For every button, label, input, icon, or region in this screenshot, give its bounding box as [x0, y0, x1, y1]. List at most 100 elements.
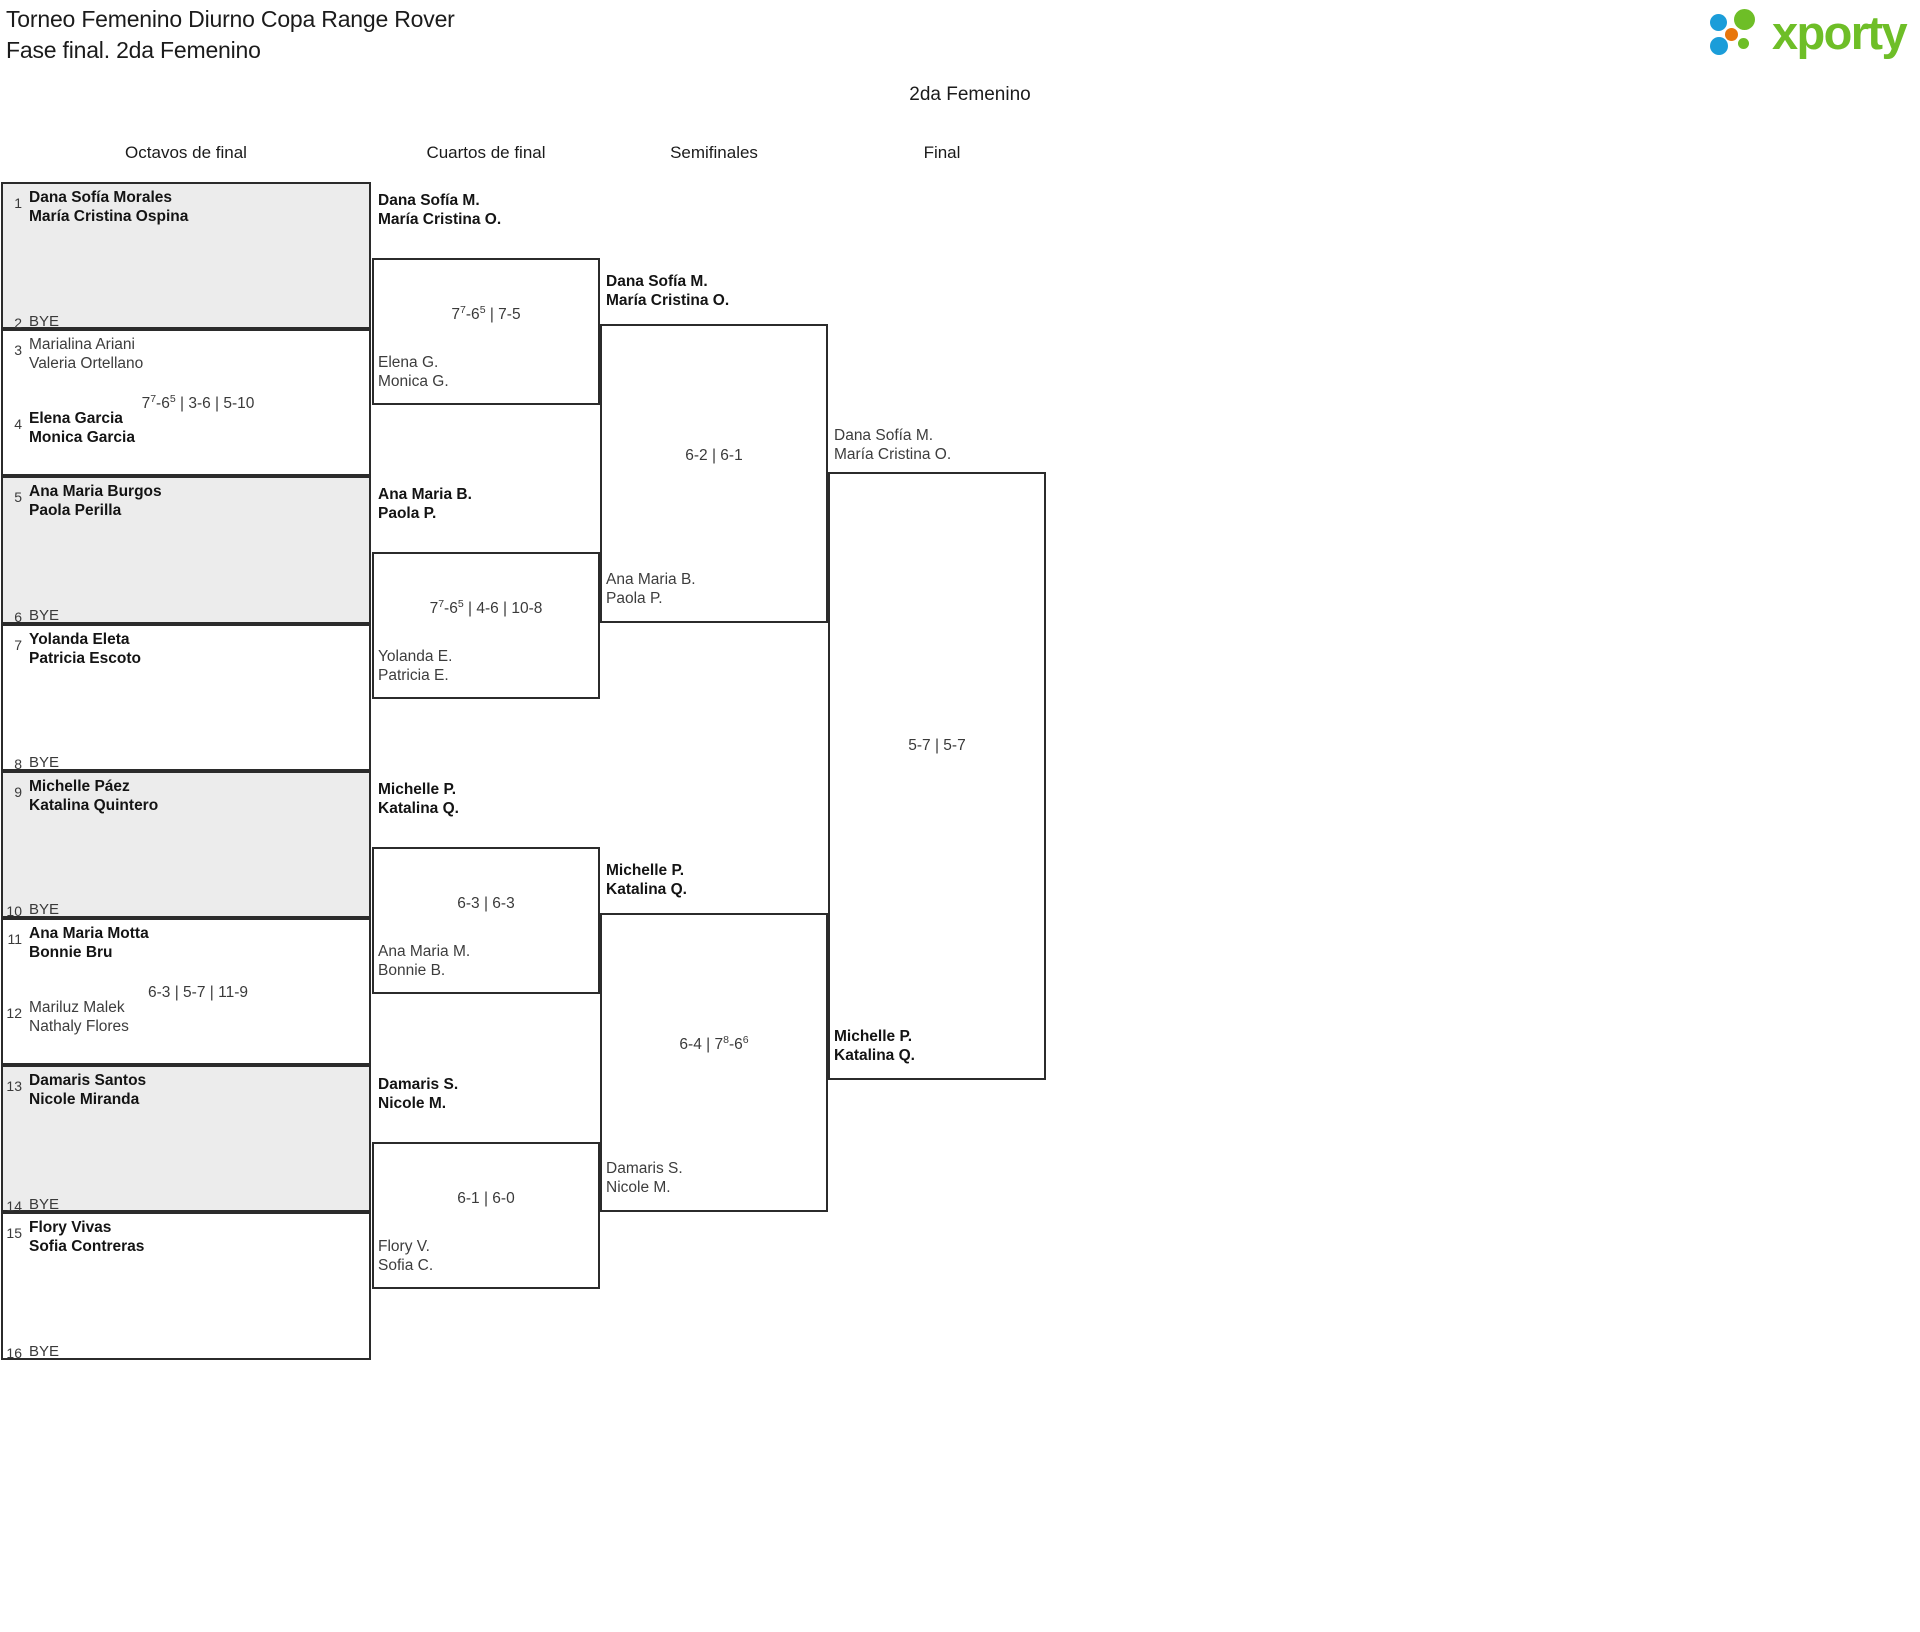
player-name: Flory Vivas: [29, 1219, 112, 1237]
player-name: Dana Sofía Morales: [29, 189, 172, 206]
match-score-round1: 77-65 | 3-6 | 5-10: [141, 393, 255, 413]
seed-number: 11: [7, 931, 22, 947]
seed-number: 5: [14, 489, 22, 506]
player-name: Michelle Páez: [29, 777, 130, 795]
player-name: Dana Sofía M.: [378, 192, 480, 209]
match-team-top-round3: Dana Sofía M. María Cristina O.: [606, 272, 729, 310]
match-team-top-round2: Ana Maria B.Paola P.: [378, 485, 472, 523]
bracket-match-round2[interactable]: [372, 552, 600, 699]
player-name: Yolanda E.: [378, 648, 453, 665]
seed-bye-label: BYE: [29, 606, 60, 624]
match-score-round2: 6-3 | 6-3: [457, 895, 515, 912]
player-name: Michelle P.: [834, 1028, 913, 1045]
player-name: Patricia Escoto: [29, 649, 141, 667]
player-name: Katalina Q.: [378, 800, 459, 817]
player-name: Monica G.: [378, 373, 449, 390]
player-name: Paola Perilla: [29, 502, 122, 520]
logo-wordmark: xporty: [1771, 5, 1908, 59]
bracket-match-round2[interactable]: [372, 847, 600, 994]
match-score-round1: 6-3 | 5-7 | 11-9: [148, 984, 248, 1001]
player-name: María Cristina Ospina: [29, 208, 189, 225]
seed-bye-label: BYE: [29, 901, 60, 919]
player-name: Marialina Ariani: [29, 336, 135, 354]
seed-entry[interactable]: 8 BYE: [3, 747, 369, 772]
seed-bye-label: BYE: [29, 1342, 60, 1360]
match-team-top-round3: Michelle P.Katalina Q.: [606, 861, 687, 899]
player-name: Nicole Miranda: [29, 1091, 140, 1109]
match-team-bottom-round3: Ana Maria B.Paola P.: [606, 570, 696, 608]
match-team-top-final: Dana Sofía M. María Cristina O.: [834, 426, 951, 464]
player-name: Dana Sofía M.: [606, 273, 708, 290]
bracket-match-final[interactable]: [828, 472, 1046, 1080]
seed-number: 15: [6, 1225, 22, 1242]
player-name: Michelle P.: [378, 781, 457, 798]
seed-number: 10: [6, 903, 22, 920]
seed-entry[interactable]: 10 BYE: [3, 894, 369, 919]
round-header-octavos: Octavos de final: [125, 143, 247, 162]
seed-number: 14: [6, 1197, 22, 1214]
player-name: Nicole M.: [606, 1179, 671, 1196]
xporty-logo: xporty: [1708, 5, 1908, 59]
match-score-round2: 6-1 | 6-0: [457, 1190, 515, 1207]
seed-number: 9: [14, 783, 22, 800]
tournament-phase: Fase final. 2da Femenino: [6, 37, 261, 63]
match-score-final: 5-7 | 5-7: [908, 737, 966, 754]
match-score-round2: 77-65 | 4-6 | 10-8: [429, 597, 543, 617]
player-name: Dana Sofía M.: [834, 427, 934, 444]
seed-bye-label: BYE: [29, 754, 60, 772]
player-name: Ana Maria Burgos: [29, 483, 162, 501]
player-name: Bonnie B.: [378, 962, 446, 979]
match-score-round2: 77-65 | 7-5: [451, 303, 521, 323]
bracket-match-round3[interactable]: [600, 324, 828, 623]
bracket-match-round2[interactable]: [372, 258, 600, 405]
bracket-match-round3[interactable]: [600, 913, 828, 1212]
seed-bye-label: BYE: [29, 312, 60, 330]
match-team-bottom-round2: Ana Maria M.Bonnie B.: [378, 942, 470, 980]
player-name: Patricia E.: [378, 667, 449, 684]
player-name: Michelle P.: [606, 862, 685, 879]
seed-number: 8: [14, 756, 22, 773]
player-name: Nathaly Flores: [29, 1017, 129, 1035]
player-name: Bonnie Bru: [29, 944, 113, 961]
match-team-top-round2: Dana Sofía M. María Cristina O.: [378, 191, 501, 229]
seed-number: 7: [14, 636, 22, 653]
match-team-top-round2: Damaris S.Nicole M.: [378, 1075, 458, 1113]
bracket-match-round2[interactable]: [372, 1142, 600, 1289]
player-name: Paola P.: [378, 505, 437, 522]
player-name: María Cristina O.: [606, 292, 730, 309]
player-name: María Cristina O.: [834, 446, 952, 463]
player-name: María Cristina O.: [378, 211, 502, 228]
seed-number: 13: [6, 1078, 22, 1095]
match-team-bottom-round2: Elena G.Monica G.: [378, 353, 449, 391]
match-score-round3: 6-2 | 6-1: [685, 447, 743, 464]
round-header-cuartos: Cuartos de final: [426, 143, 546, 162]
